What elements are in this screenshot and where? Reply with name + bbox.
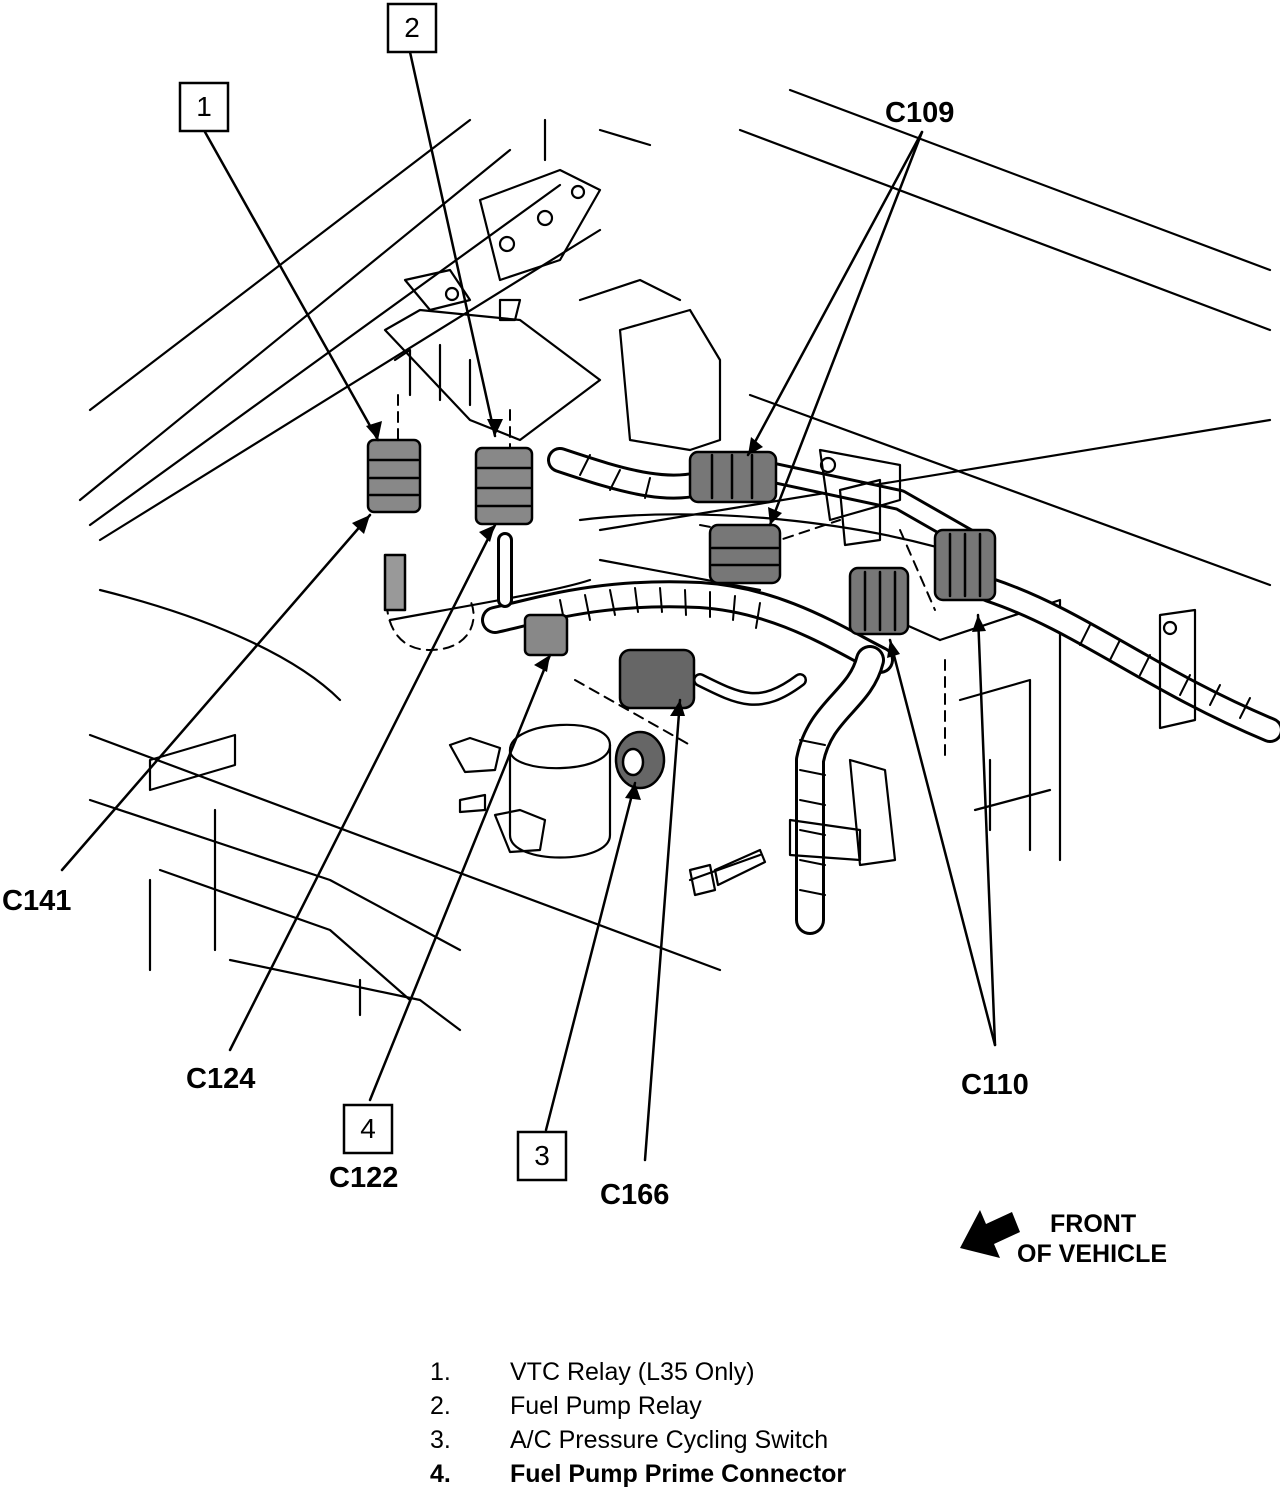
harness-stripes [559,454,1251,896]
callout-number-2: 2 [404,12,420,43]
callout-box-1: 1 [178,81,230,133]
label-c109: C109 [885,97,954,129]
callout-box-2: 2 [386,2,438,54]
legend-number: 3. [430,1426,451,1454]
legend-item: 2. Fuel Pump Relay [430,1389,950,1423]
legend-number: 2. [430,1392,451,1420]
c109-upper-connector [688,450,778,504]
callout-number-1: 1 [196,91,212,122]
front-label-line1: FRONT [1050,1210,1136,1238]
vtc-relay-connector [366,438,422,514]
front-label-line2: OF VEHICLE [1017,1240,1167,1268]
legend-item: 1. VTC Relay (L35 Only) [430,1355,950,1389]
leader-arrowheads [352,419,986,800]
legend-number: 1. [430,1358,451,1386]
leader-lines [60,50,997,1162]
c110-left-connector [848,566,910,636]
callout-box-3: 3 [516,1130,568,1182]
bracket-assembly [383,168,722,452]
label-c166: C166 [600,1179,669,1211]
callout-box-4: 4 [342,1103,394,1155]
legend-text: VTC Relay (L35 Only) [510,1358,755,1386]
connector-bodies [366,438,997,790]
arrow-icon [960,1210,1020,1258]
legend-text: Fuel Pump Prime Connector [510,1460,847,1488]
legend-item: 3. A/C Pressure Cycling Switch [430,1423,950,1457]
legend-text: A/C Pressure Cycling Switch [510,1426,829,1454]
bolt [688,848,767,897]
body-panel-lines [78,88,1272,587]
legend-item: 4. Fuel Pump Prime Connector [430,1457,950,1491]
c110-right-connector [933,528,997,602]
fuel-pump-relay-connector [474,446,534,526]
callout-number-4: 4 [360,1113,376,1144]
label-c124: C124 [186,1063,255,1095]
front-of-vehicle-indicator: FRONT OF VEHICLE [960,1210,1167,1268]
c122-connector [523,613,569,657]
legend: 1. VTC Relay (L35 Only) 2. Fuel Pump Rel… [430,1355,950,1491]
c141-pigtail [383,553,407,612]
c166-connector [618,648,696,710]
accumulator-canister [448,723,612,859]
lower-structure [88,513,1062,1032]
label-c122: C122 [329,1162,398,1194]
c109-lower-connector [708,523,782,585]
pressure-switch [614,730,666,790]
label-c110: C110 [961,1069,1029,1101]
callout-number-3: 3 [534,1140,550,1171]
legend-number: 4. [430,1460,451,1488]
legend-text: Fuel Pump Relay [510,1392,702,1420]
mount-bracket [788,448,1197,867]
label-c141: C141 [2,885,71,917]
